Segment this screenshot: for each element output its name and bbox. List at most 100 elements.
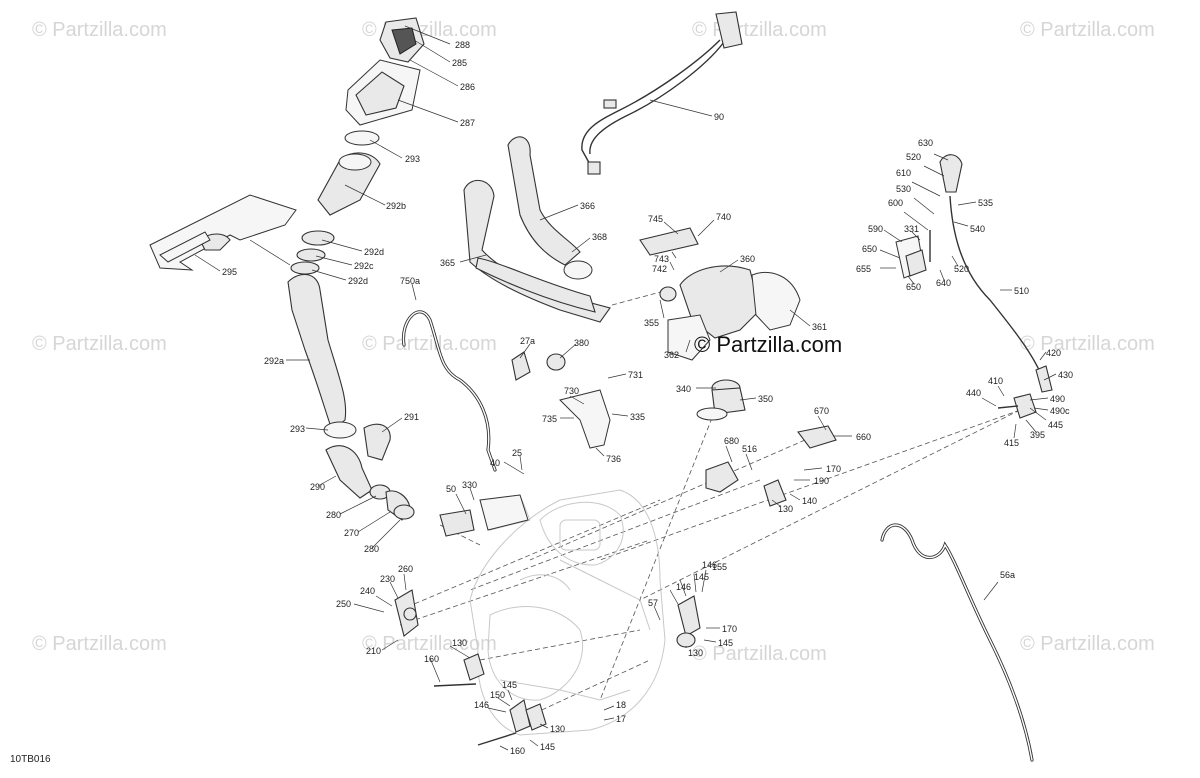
callout-56a[interactable]: 56a xyxy=(1000,570,1015,580)
callout-650[interactable]: 650 xyxy=(862,244,877,254)
callout-190[interactable]: 190 xyxy=(814,476,829,486)
callout-742[interactable]: 742 xyxy=(652,264,667,274)
callout-150[interactable]: 150 xyxy=(490,690,505,700)
callout-410[interactable]: 410 xyxy=(988,376,1003,386)
callout-146[interactable]: 146 xyxy=(474,700,489,710)
callout-640[interactable]: 640 xyxy=(936,278,951,288)
callout-291[interactable]: 291 xyxy=(404,412,419,422)
callout-740[interactable]: 740 xyxy=(716,212,731,222)
callout-57[interactable]: 57 xyxy=(648,598,658,608)
callout-17[interactable]: 17 xyxy=(616,714,626,724)
callout-395[interactable]: 395 xyxy=(1030,430,1045,440)
callout-160[interactable]: 160 xyxy=(424,654,439,664)
callout-540[interactable]: 540 xyxy=(970,224,985,234)
callout-25[interactable]: 25 xyxy=(512,448,522,458)
callout-90[interactable]: 90 xyxy=(714,112,724,122)
callout-366[interactable]: 366 xyxy=(580,201,595,211)
callout-160[interactable]: 160 xyxy=(510,746,525,756)
callout-292a[interactable]: 292a xyxy=(264,356,284,366)
callout-146[interactable]: 146 xyxy=(676,582,691,592)
callout-535[interactable]: 535 xyxy=(978,198,993,208)
callout-130[interactable]: 130 xyxy=(688,648,703,658)
callout-140[interactable]: 140 xyxy=(802,496,817,506)
callout-743[interactable]: 743 xyxy=(654,254,669,264)
callout-355[interactable]: 355 xyxy=(644,318,659,328)
callout-610[interactable]: 610 xyxy=(896,168,911,178)
callout-40[interactable]: 40 xyxy=(490,458,500,468)
callout-130[interactable]: 130 xyxy=(452,638,467,648)
callout-510[interactable]: 510 xyxy=(1014,286,1029,296)
callout-590[interactable]: 590 xyxy=(868,224,883,234)
callout-145[interactable]: 145 xyxy=(694,572,709,582)
callout-680[interactable]: 680 xyxy=(724,436,739,446)
callout-445[interactable]: 445 xyxy=(1048,420,1063,430)
callout-145[interactable]: 145 xyxy=(718,638,733,648)
callout-335[interactable]: 335 xyxy=(630,412,645,422)
callout-520[interactable]: 520 xyxy=(906,152,921,162)
callout-293[interactable]: 293 xyxy=(290,424,305,434)
callout-340[interactable]: 340 xyxy=(676,384,691,394)
callout-440[interactable]: 440 xyxy=(966,388,981,398)
callout-490[interactable]: 490 xyxy=(1050,394,1065,404)
callout-280[interactable]: 280 xyxy=(364,544,379,554)
callout-292d[interactable]: 292d xyxy=(348,276,368,286)
callout-170[interactable]: 170 xyxy=(826,464,841,474)
callout-735[interactable]: 735 xyxy=(542,414,557,424)
callout-260[interactable]: 260 xyxy=(398,564,413,574)
callout-210[interactable]: 210 xyxy=(366,646,381,656)
callout-146[interactable]: 146 xyxy=(702,560,717,570)
callout-670[interactable]: 670 xyxy=(814,406,829,416)
callout-490c[interactable]: 490c xyxy=(1050,406,1070,416)
callout-287[interactable]: 287 xyxy=(460,118,475,128)
callout-530[interactable]: 530 xyxy=(896,184,911,194)
callout-350[interactable]: 350 xyxy=(758,394,773,404)
callout-730[interactable]: 730 xyxy=(564,386,579,396)
callout-130[interactable]: 130 xyxy=(778,504,793,514)
callout-365[interactable]: 365 xyxy=(440,258,455,268)
callout-292d[interactable]: 292d xyxy=(364,247,384,257)
callout-290[interactable]: 290 xyxy=(310,482,325,492)
callout-280[interactable]: 280 xyxy=(326,510,341,520)
callout-736[interactable]: 736 xyxy=(606,454,621,464)
callout-330[interactable]: 330 xyxy=(462,480,477,490)
callout-270[interactable]: 270 xyxy=(344,528,359,538)
callout-516[interactable]: 516 xyxy=(742,444,757,454)
callout-380[interactable]: 380 xyxy=(574,338,589,348)
callout-27a[interactable]: 27a xyxy=(520,336,535,346)
callout-420[interactable]: 420 xyxy=(1046,348,1061,358)
callout-361[interactable]: 361 xyxy=(812,322,827,332)
callout-655[interactable]: 655 xyxy=(856,264,871,274)
callout-750a[interactable]: 750a xyxy=(400,276,420,286)
callout-630[interactable]: 630 xyxy=(918,138,933,148)
callout-230[interactable]: 230 xyxy=(380,574,395,584)
callout-292b[interactable]: 292b xyxy=(386,201,406,211)
callout-415[interactable]: 415 xyxy=(1004,438,1019,448)
callout-650[interactable]: 650 xyxy=(906,282,921,292)
callout-520[interactable]: 520 xyxy=(954,264,969,274)
callout-293[interactable]: 293 xyxy=(405,154,420,164)
callout-292c[interactable]: 292c xyxy=(354,261,374,271)
callout-362[interactable]: 362 xyxy=(664,350,679,360)
callout-18[interactable]: 18 xyxy=(616,700,626,710)
callout-130[interactable]: 130 xyxy=(550,724,565,734)
callout-145[interactable]: 145 xyxy=(540,742,555,752)
callout-731[interactable]: 731 xyxy=(628,370,643,380)
callout-50[interactable]: 50 xyxy=(446,484,456,494)
callout-600[interactable]: 600 xyxy=(888,198,903,208)
callout-155[interactable]: 155 xyxy=(712,562,727,572)
callout-286[interactable]: 286 xyxy=(460,82,475,92)
callout-285[interactable]: 285 xyxy=(452,58,467,68)
callout-295[interactable]: 295 xyxy=(222,267,237,277)
callout-170[interactable]: 170 xyxy=(722,624,737,634)
callout-745[interactable]: 745 xyxy=(648,214,663,224)
callout-240[interactable]: 240 xyxy=(360,586,375,596)
callout-288[interactable]: 288 xyxy=(455,40,470,50)
callout-331[interactable]: 331 xyxy=(904,224,919,234)
callout-360[interactable]: 360 xyxy=(740,254,755,264)
brand-watermark: © Partzilla.com xyxy=(694,332,842,357)
callout-145[interactable]: 145 xyxy=(502,680,517,690)
callout-250[interactable]: 250 xyxy=(336,599,351,609)
callout-660[interactable]: 660 xyxy=(856,432,871,442)
callout-368[interactable]: 368 xyxy=(592,232,607,242)
callout-430[interactable]: 430 xyxy=(1058,370,1073,380)
